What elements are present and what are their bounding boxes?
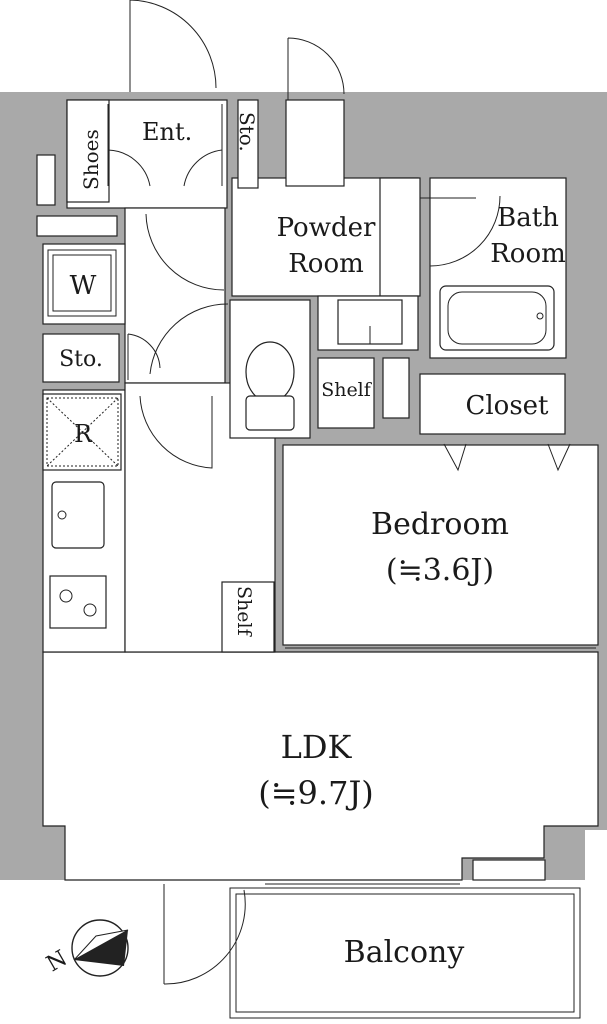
label-shelf-kitchen: Shelf	[233, 586, 255, 638]
label-bath-line1: Bath	[497, 203, 559, 233]
door-swings	[107, 0, 501, 985]
label-storage-entrance: Sto.	[235, 112, 259, 152]
label-entrance: Ent.	[142, 118, 192, 146]
label-balcony: Balcony	[344, 935, 465, 970]
fixtures	[46, 249, 596, 1019]
label-powder-line1: Powder	[277, 213, 376, 243]
compass-label: N	[43, 946, 72, 977]
label-closet: Closet	[465, 391, 549, 421]
compass: N	[43, 919, 129, 977]
label-bedroom-size: (≒3.6J)	[386, 553, 494, 588]
label-bath-line2: Room	[490, 239, 566, 269]
label-shelf-toilet: Shelf	[321, 379, 373, 401]
label-ldk-size: (≒9.7J)	[258, 774, 374, 812]
label-washer: W	[70, 271, 97, 301]
label-bedroom: Bedroom	[371, 507, 509, 542]
label-refrigerator: R	[74, 420, 93, 448]
label-storage-hall: Sto.	[59, 347, 103, 372]
room-labels: Ent. Shoes Sto. Powder Room Bath Room W …	[59, 112, 566, 970]
label-ldk: LDK	[281, 728, 353, 766]
label-powder-line2: Room	[288, 249, 364, 279]
label-shoes: Shoes	[79, 129, 103, 190]
